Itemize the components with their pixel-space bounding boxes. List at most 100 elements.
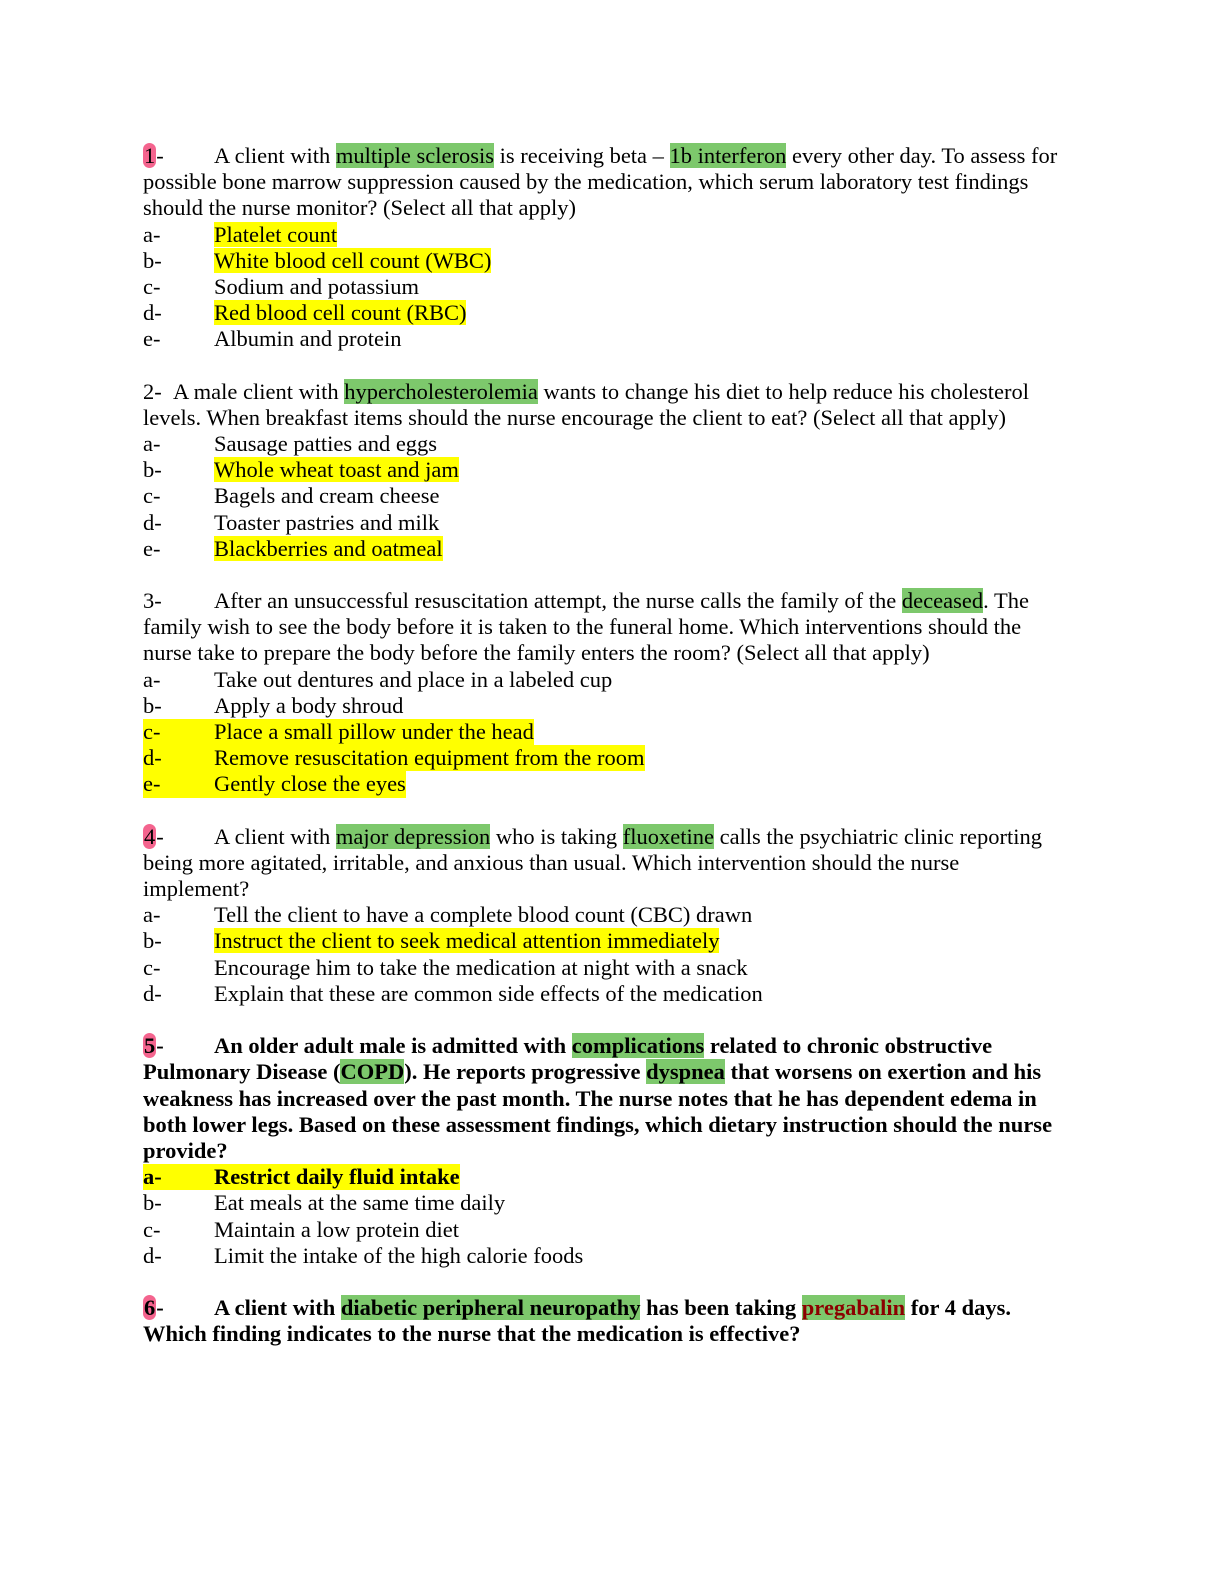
question-number-value: 5 — [143, 1033, 157, 1059]
answer-option-d: d- Red blood cell count (RBC) — [143, 300, 1065, 326]
stem-text: who is taking — [490, 823, 623, 849]
answer-option-b: b-Instruct the client to seek medical at… — [143, 928, 1065, 954]
option-label: e- — [143, 535, 161, 561]
option-label: c- — [143, 1216, 161, 1242]
stem-text: A male client with — [173, 378, 345, 404]
option-text: Limit the intake of the high calorie foo… — [214, 1242, 584, 1268]
option-label: d- — [143, 980, 162, 1006]
highlighted-term: major depression — [335, 823, 491, 849]
option-text: Place a small pillow under the head — [214, 719, 534, 745]
option-label: d- — [143, 300, 162, 326]
highlighted-term: 1b interferon — [669, 143, 787, 168]
question-stem: 2- A male client with hypercholesterolem… — [143, 378, 1065, 431]
option-label: b- — [143, 692, 162, 718]
question-number-value: 3 — [143, 588, 155, 614]
question-3: 3-After an unsuccessful resuscitation at… — [143, 588, 1065, 798]
option-label: e- — [143, 771, 161, 797]
highlighted-term: multiple sclerosis — [335, 143, 494, 168]
question-number-separator: - — [156, 1033, 164, 1059]
answer-option-a: a- Platelet count — [143, 221, 1065, 248]
option-text: Platelet count — [214, 221, 338, 247]
question-number-separator: - — [154, 588, 162, 614]
stem-text: every other day. To assess for possible … — [143, 143, 1058, 221]
option-text: Tell the client to have a complete blood… — [214, 902, 753, 928]
question-number-separator: - — [156, 823, 164, 849]
answer-option-d: d- Explain that these are common side eff… — [143, 981, 1065, 1007]
option-label: a- — [143, 666, 161, 692]
question-4: 4- A client with major depression who is … — [143, 823, 1065, 1007]
answer-option-a: a- Restrict daily fluid intake — [143, 1164, 460, 1191]
answer-option-d: d-Remove resuscitation equipment from th… — [143, 745, 645, 772]
answer-option-a: a-Sausage patties and eggs — [143, 431, 1065, 457]
highlighted-term: pregabalin — [801, 1294, 906, 1320]
stem-text: wants to change his diet to help reduce … — [143, 378, 1030, 430]
question-stem: 5-An older adult male is admitted with c… — [143, 1033, 1065, 1164]
question-6: 6-A client with diabetic peripheral neur… — [143, 1294, 1065, 1347]
option-text: Restrict daily fluid intake — [214, 1164, 460, 1190]
answer-option-c: c- Place a small pillow under the head — [143, 719, 534, 746]
option-label: d- — [143, 509, 162, 535]
stem-text: A client with — [214, 1294, 341, 1320]
highlighted-term: hypercholesterolemia — [344, 378, 538, 404]
answer-option-c: c- Encourage him to take the medication a… — [143, 955, 1065, 981]
option-label: a- — [143, 221, 161, 247]
option-text: Take out dentures and place in a labeled… — [214, 666, 613, 692]
option-text: White blood cell count (WBC) — [214, 247, 492, 273]
question-stem: 4- A client with major depression who is … — [143, 823, 1065, 903]
option-label: b- — [143, 247, 162, 273]
option-label: a- — [143, 1164, 162, 1190]
document-page: 1-A client with multiple sclerosis is re… — [143, 143, 1065, 1373]
option-text: Blackberries and oatmeal — [214, 535, 443, 561]
question-number-separator: - — [156, 143, 164, 168]
option-label: d- — [143, 1242, 162, 1268]
option-label: c- — [143, 274, 161, 300]
option-text: Apply a body shroud — [214, 692, 404, 718]
question-number: 6- — [143, 1294, 214, 1321]
option-label: c- — [143, 483, 161, 509]
question-number: 3- — [143, 588, 214, 614]
option-label: b- — [143, 1190, 162, 1216]
stem-text: After an unsuccessful resuscitation atte… — [214, 588, 902, 614]
option-text: Explain that these are common side effec… — [214, 980, 763, 1006]
question-number: 1- — [143, 143, 214, 169]
option-text: Eat meals at the same time daily — [214, 1190, 506, 1216]
option-text: Sodium and potassium — [214, 274, 420, 300]
option-label: b- — [143, 457, 162, 483]
stem-text: . The family wish to see the body before… — [143, 588, 1029, 666]
question-number-value: 6 — [143, 1294, 157, 1320]
question-1: 1-A client with multiple sclerosis is re… — [143, 143, 1065, 353]
stem-text: A client with — [214, 143, 336, 168]
option-label: c- — [143, 719, 161, 745]
option-text: Encourage him to take the medication at … — [214, 954, 748, 980]
highlighted-term: COPD — [340, 1059, 405, 1085]
question-number-separator: - — [154, 378, 173, 404]
highlighted-term: deceased — [901, 588, 984, 614]
option-label: d- — [143, 745, 162, 771]
stem-text: A client with — [214, 823, 336, 849]
option-label: a- — [143, 431, 161, 457]
answer-option-d: d- Limit the intake of the high calorie f… — [143, 1243, 1065, 1269]
option-text: Red blood cell count (RBC) — [214, 300, 467, 326]
question-number: 5- — [143, 1033, 214, 1059]
answer-option-b: b- Apply a body shroud — [143, 693, 1065, 719]
answer-option-a: a-Tell the client to have a complete blo… — [143, 902, 1065, 928]
stem-text: An older adult male is admitted with — [214, 1033, 572, 1059]
option-text: Albumin and protein — [214, 326, 402, 352]
stem-text: related to chronic obstructive Pulmonary… — [143, 1033, 993, 1085]
option-label: c- — [143, 954, 161, 980]
option-text: Maintain a low protein diet — [214, 1216, 459, 1242]
stem-text: ). He reports progressive — [404, 1059, 647, 1085]
question-5: 5-An older adult male is admitted with c… — [143, 1033, 1065, 1269]
stem-text: has been taking — [640, 1294, 802, 1320]
answer-option-b: b- Eat meals at the same time daily — [143, 1190, 1065, 1216]
question-2: 2- A male client with hypercholesterolem… — [143, 378, 1065, 562]
option-text: Toaster pastries and milk — [214, 509, 440, 535]
question-number-separator: - — [156, 1294, 164, 1320]
stem-text: calls the psychiatric clinic reporting b… — [143, 823, 1042, 902]
answer-option-c: c- Maintain a low protein diet — [143, 1217, 1065, 1243]
question-number-value: 4 — [143, 823, 157, 849]
stem-text: is receiving beta – — [493, 143, 670, 168]
question-stem: 3-After an unsuccessful resuscitation at… — [143, 588, 1065, 667]
answer-option-e: e-Albumin and protein — [143, 326, 1065, 352]
option-text: Bagels and cream cheese — [214, 483, 440, 509]
